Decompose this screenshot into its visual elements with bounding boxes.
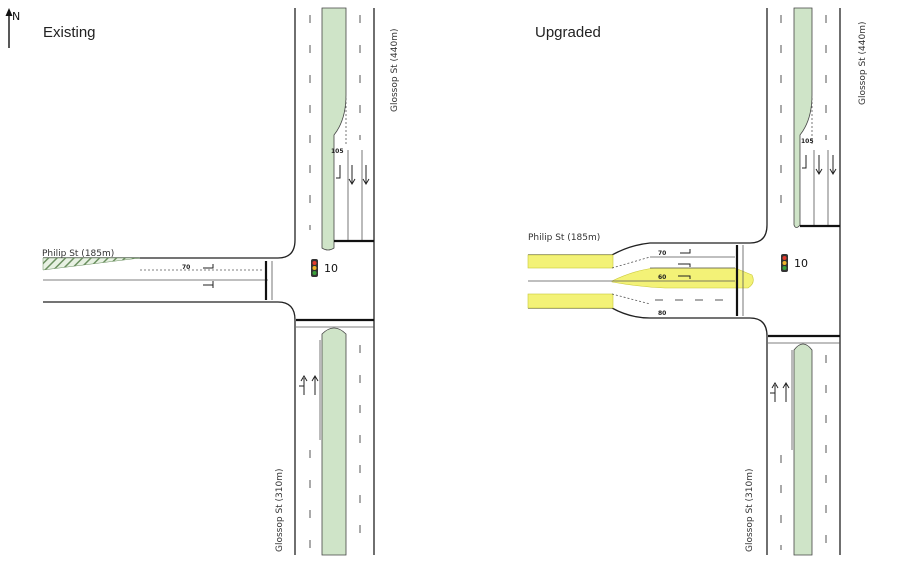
upgraded-west-storage-80: 80 bbox=[658, 310, 666, 317]
upgraded-title: Upgraded bbox=[535, 24, 601, 41]
upgraded-west-storage-70: 70 bbox=[658, 250, 666, 257]
upgraded-south-median bbox=[793, 343, 813, 556]
upgraded-north-median bbox=[793, 7, 813, 228]
upgraded-west-kerb-north bbox=[528, 242, 750, 256]
upgraded-west-kerb-south bbox=[528, 307, 750, 319]
existing-signal-id: 10 bbox=[324, 262, 338, 275]
existing-kerb-nw bbox=[43, 8, 296, 259]
upgraded-north-thru-arrow-2 bbox=[829, 155, 837, 175]
upgraded-kerb-nw bbox=[749, 8, 768, 244]
upgraded-west-right-arrow-2 bbox=[678, 263, 691, 267]
north-label: N bbox=[12, 10, 20, 23]
north-arrow: N bbox=[5, 8, 20, 48]
upgraded-north-thru-arrow-1 bbox=[815, 155, 823, 175]
existing-west-hatch bbox=[42, 257, 141, 271]
existing-south-thru-arrow bbox=[311, 375, 319, 395]
existing-south-thru-left-arrow bbox=[299, 375, 308, 395]
existing-north-median bbox=[321, 7, 347, 251]
upgraded-south-thru-left-arrow bbox=[770, 382, 779, 402]
upgraded-west-right-arrow-1 bbox=[680, 249, 691, 254]
upgraded-signal-id: 10 bbox=[794, 257, 808, 270]
upgraded-west-storage-60: 60 bbox=[658, 274, 666, 281]
upgraded-signal-icon bbox=[781, 254, 788, 272]
upgraded-west-right-arrow-3 bbox=[678, 275, 691, 279]
upgraded-west-yellow-north bbox=[527, 254, 614, 269]
upgraded-west-yellow-lane bbox=[611, 267, 754, 289]
existing-west-storage-70: 70 bbox=[182, 264, 190, 271]
existing-north-right-arrow bbox=[336, 165, 341, 179]
existing-signal-icon bbox=[311, 259, 318, 277]
existing-west-thru-right-arrow bbox=[203, 281, 214, 288]
upgraded-south-road-label: Glossop St (310m) bbox=[745, 468, 755, 552]
existing-panel: Existing Philip St (185m) 70 105 Glossop… bbox=[42, 7, 400, 556]
existing-south-median bbox=[321, 327, 347, 556]
existing-kerb-sw bbox=[43, 301, 296, 555]
upgraded-panel: Upgraded Philip St (185m) 70 60 80 10 bbox=[527, 7, 868, 556]
upgraded-kerb-sw bbox=[749, 317, 768, 555]
existing-north-storage-105: 105 bbox=[331, 148, 344, 155]
existing-west-road-label: Philip St (185m) bbox=[42, 249, 114, 259]
upgraded-north-storage-105: 105 bbox=[801, 138, 814, 145]
existing-north-thru-arrow-2 bbox=[362, 165, 370, 185]
existing-north-thru-arrow-1 bbox=[348, 165, 356, 185]
upgraded-north-road-label: Glossop St (440m) bbox=[858, 21, 868, 105]
upgraded-west-road-label: Philip St (185m) bbox=[528, 233, 600, 243]
upgraded-south-thru-arrow bbox=[782, 382, 790, 402]
existing-west-right-arrow bbox=[203, 264, 214, 269]
upgraded-west-yellow-south bbox=[527, 293, 614, 309]
existing-north-road-label: Glossop St (440m) bbox=[390, 28, 400, 112]
existing-south-road-label: Glossop St (310m) bbox=[275, 468, 285, 552]
upgraded-north-right-arrow bbox=[802, 155, 807, 169]
existing-title: Existing bbox=[43, 24, 96, 41]
